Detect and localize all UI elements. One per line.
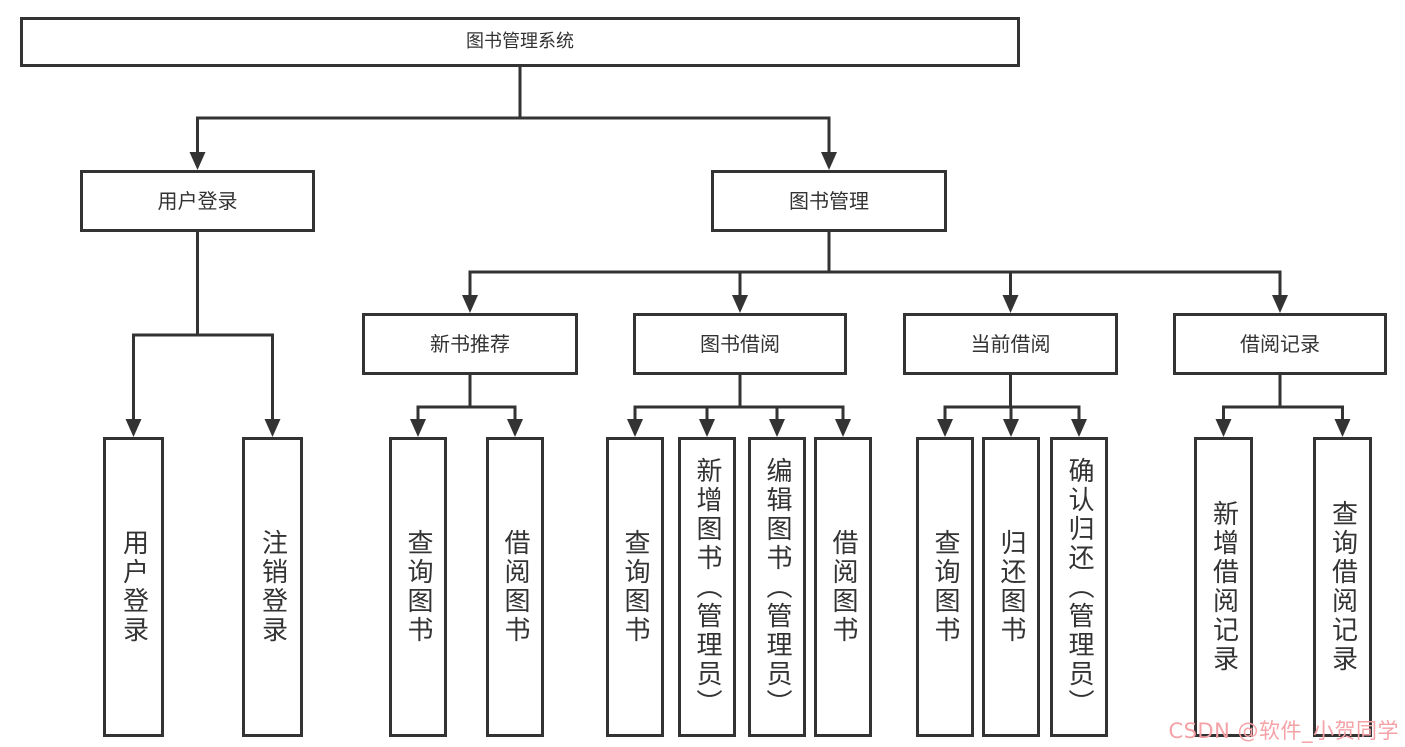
arrowhead-v-recd-add [1215,419,1232,437]
arrowhead-cur [1002,295,1019,313]
arrowhead-borrow [732,295,748,313]
node-v-cur-r: 归还图书 [982,437,1040,737]
connector-rec [410,373,523,437]
arrowhead-v-login [125,419,142,437]
node-v-recd-add: 新增借阅记录 [1194,437,1253,737]
node-v-recd-q: 查询借阅记录 [1313,437,1372,737]
connector-mgmt [462,230,1288,313]
node-v-bor-add: 新增图书（管理员） [678,437,736,737]
connector-root [189,65,837,170]
node-cur: 当前借阅 [903,313,1118,375]
connector-borrow [627,373,851,437]
arrowhead-login [189,152,206,170]
arrowhead-v-bor-edit [769,419,785,437]
connector-login [125,230,281,437]
node-rec: 新书推荐 [362,313,578,375]
node-v-logout: 注销登录 [242,437,303,737]
node-root: 图书管理系统 [20,17,1020,67]
arrowhead-v-cur-c [1071,419,1087,437]
node-v-bor-edit: 编辑图书（管理员） [748,437,806,737]
node-v-bor-b: 借阅图书 [814,437,872,737]
arrowhead-mgmt [821,152,837,170]
connector-recd [1215,373,1351,437]
node-login: 用户登录 [80,170,315,232]
node-v-rec-q: 查询图书 [389,437,447,737]
arrowhead-v-bor-add [699,419,715,437]
arrowhead-recd [1272,295,1288,313]
node-v-cur-q: 查询图书 [916,437,974,737]
arrowhead-v-recd-q [1334,419,1351,437]
arrowhead-v-rec-b [507,419,523,437]
node-v-login: 用户登录 [103,437,164,737]
arrowhead-v-bor-q [627,419,643,437]
arrowhead-v-cur-q [937,419,953,437]
node-v-cur-c: 确认归还（管理员） [1050,437,1108,737]
arrowhead-v-bor-b [835,419,851,437]
node-v-bor-q: 查询图书 [606,437,664,737]
arrowhead-rec [462,295,478,313]
node-mgmt: 图书管理 [711,170,947,232]
node-borrow: 图书借阅 [633,313,847,375]
node-recd: 借阅记录 [1173,313,1387,375]
node-v-rec-b: 借阅图书 [486,437,544,737]
connector-cur [937,373,1087,437]
arrowhead-v-cur-r [1003,419,1019,437]
arrowhead-v-rec-q [410,419,426,437]
arrowhead-v-logout [264,419,281,437]
